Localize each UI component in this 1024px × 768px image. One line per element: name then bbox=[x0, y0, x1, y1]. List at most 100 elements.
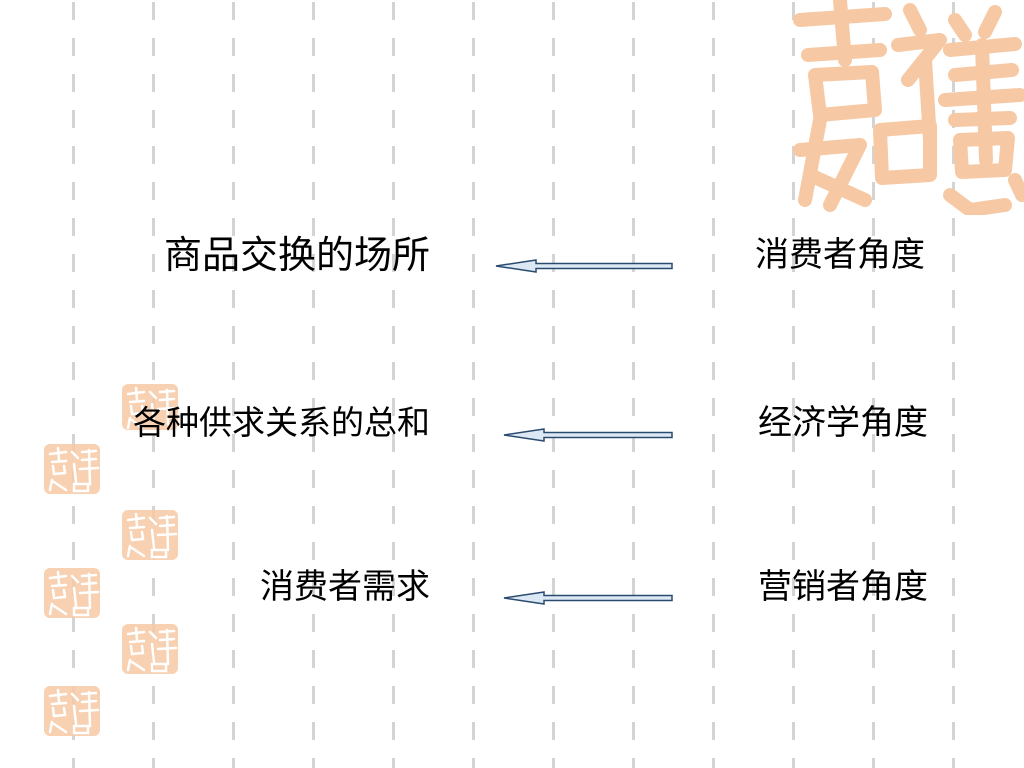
background-dash bbox=[952, 686, 955, 704]
background-dash bbox=[232, 254, 235, 272]
background-dash bbox=[872, 398, 875, 416]
background-dash bbox=[232, 218, 235, 236]
background-dash bbox=[312, 362, 315, 380]
background-dash bbox=[392, 110, 395, 128]
background-dash bbox=[312, 758, 315, 768]
background-dash bbox=[712, 470, 715, 488]
background-dash bbox=[392, 542, 395, 560]
perspective-economics: 经济学角度 bbox=[758, 403, 928, 443]
background-dash bbox=[312, 614, 315, 632]
background-dash bbox=[152, 722, 155, 740]
background-dash bbox=[232, 398, 235, 416]
background-dash bbox=[232, 38, 235, 56]
background-dash bbox=[552, 182, 555, 200]
background-dash bbox=[792, 110, 795, 128]
background-dash bbox=[792, 434, 795, 452]
background-dash bbox=[392, 290, 395, 308]
background-dash bbox=[632, 722, 635, 740]
background-dash bbox=[232, 542, 235, 560]
background-dash bbox=[632, 362, 635, 380]
background-dash bbox=[152, 254, 155, 272]
background-dash bbox=[72, 290, 75, 308]
background-dash bbox=[72, 434, 75, 452]
background-dash bbox=[472, 146, 475, 164]
background-dash bbox=[552, 650, 555, 668]
market-definition-commodity-exchange: 商品交换的场所 bbox=[163, 233, 430, 277]
background-dash bbox=[952, 2, 955, 20]
background-dash bbox=[472, 38, 475, 56]
background-dash bbox=[872, 146, 875, 164]
background-dash bbox=[312, 326, 315, 344]
background-dash bbox=[312, 146, 315, 164]
background-dash bbox=[72, 74, 75, 92]
background-dash bbox=[792, 182, 795, 200]
background-dash bbox=[152, 686, 155, 704]
background-dash bbox=[632, 326, 635, 344]
background-dash bbox=[792, 218, 795, 236]
background-dash bbox=[552, 362, 555, 380]
background-dash bbox=[392, 686, 395, 704]
left-arrow-icon bbox=[503, 428, 673, 442]
background-dash bbox=[72, 398, 75, 416]
background-dash bbox=[72, 542, 75, 560]
background-dash bbox=[312, 398, 315, 416]
background-dash bbox=[872, 578, 875, 596]
perspective-marketer: 营销者角度 bbox=[758, 567, 928, 607]
background-dash bbox=[232, 2, 235, 20]
background-dash bbox=[872, 758, 875, 768]
background-dash bbox=[792, 74, 795, 92]
background-dash bbox=[792, 254, 795, 272]
background-dash bbox=[152, 614, 155, 632]
background-dash bbox=[552, 578, 555, 596]
background-dash bbox=[632, 686, 635, 704]
background-dash bbox=[872, 470, 875, 488]
background-dash bbox=[552, 290, 555, 308]
background-dash bbox=[472, 326, 475, 344]
background-dash bbox=[392, 758, 395, 768]
background-dash bbox=[152, 146, 155, 164]
background-dash bbox=[392, 506, 395, 524]
background-dash bbox=[392, 2, 395, 20]
background-dash bbox=[792, 326, 795, 344]
background-dash bbox=[232, 74, 235, 92]
background-dash bbox=[72, 146, 75, 164]
background-dash bbox=[392, 470, 395, 488]
background-dash bbox=[232, 614, 235, 632]
background-dash bbox=[952, 650, 955, 668]
background-dash bbox=[152, 290, 155, 308]
background-dash bbox=[232, 506, 235, 524]
background-dash bbox=[472, 650, 475, 668]
background-dash bbox=[312, 110, 315, 128]
background-dash bbox=[632, 290, 635, 308]
background-dash bbox=[792, 146, 795, 164]
small-seal-icon bbox=[44, 686, 100, 736]
background-dash bbox=[552, 470, 555, 488]
background-dash bbox=[152, 110, 155, 128]
background-dash bbox=[792, 758, 795, 768]
background-dash bbox=[952, 74, 955, 92]
background-dash bbox=[712, 110, 715, 128]
background-dash bbox=[952, 722, 955, 740]
background-dash bbox=[952, 506, 955, 524]
background-dash bbox=[552, 326, 555, 344]
background-dash bbox=[712, 686, 715, 704]
background-dash bbox=[792, 2, 795, 20]
background-dash bbox=[872, 326, 875, 344]
small-seal-icon bbox=[44, 444, 100, 494]
background-dash bbox=[472, 578, 475, 596]
background-dash bbox=[392, 434, 395, 452]
background-dash bbox=[312, 2, 315, 20]
background-dash bbox=[152, 182, 155, 200]
background-dash bbox=[792, 470, 795, 488]
background-dash bbox=[552, 722, 555, 740]
background-dash bbox=[712, 2, 715, 20]
background-dash bbox=[952, 470, 955, 488]
small-seal-icon bbox=[122, 384, 178, 430]
background-dash bbox=[72, 650, 75, 668]
background-dash bbox=[152, 578, 155, 596]
background-dash bbox=[312, 578, 315, 596]
background-dash bbox=[392, 74, 395, 92]
background-dash bbox=[152, 362, 155, 380]
background-dash bbox=[472, 506, 475, 524]
background-dash bbox=[552, 2, 555, 20]
